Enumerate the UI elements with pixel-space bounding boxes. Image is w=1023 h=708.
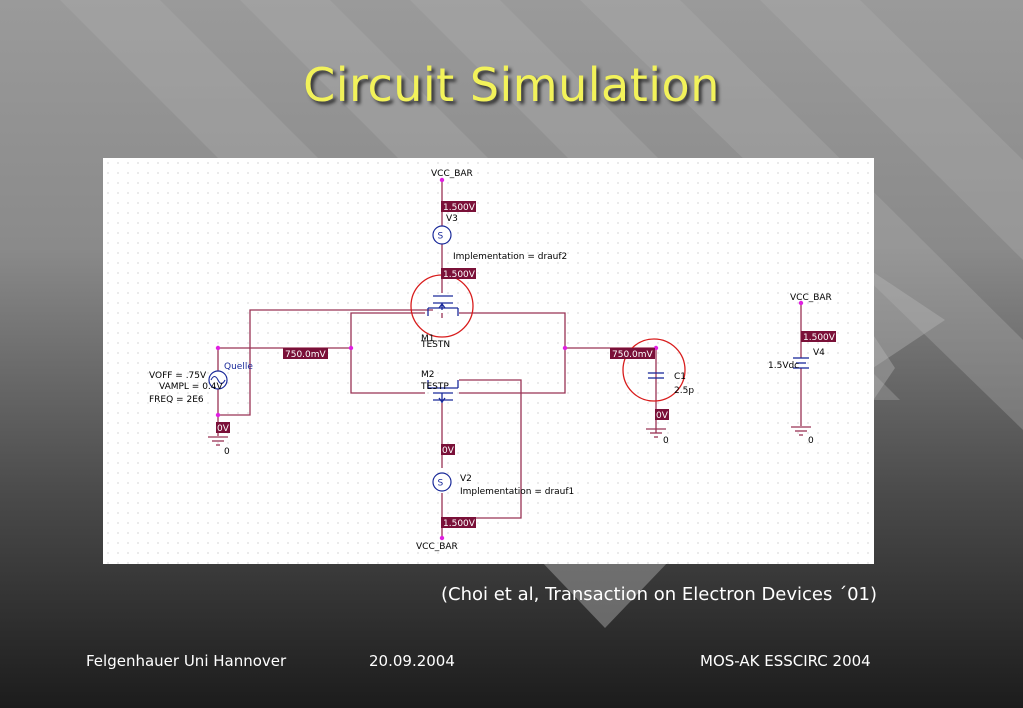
capacitor-c1: [648, 372, 664, 379]
slide-title: Circuit Simulation: [303, 58, 720, 112]
svg-text:S: S: [438, 479, 444, 489]
m1-model: TESTN: [420, 340, 450, 350]
v4-label: V4: [813, 348, 825, 358]
transistor-m2: [427, 380, 459, 404]
vampl-param: VAMPL = 0.4V: [159, 382, 224, 392]
vcc-top-label: VCC_BAR: [431, 169, 473, 179]
svg-text:1.500V: 1.500V: [443, 203, 476, 213]
probe-cap-gnd: 0V: [655, 409, 669, 421]
ground-cap: [646, 428, 666, 438]
svg-text:1.500V: 1.500V: [803, 333, 836, 343]
svg-text:750.0mV: 750.0mV: [612, 350, 654, 360]
voltage-source-v3: S: [432, 225, 452, 245]
probe-v3-bottom: 1.500V: [441, 268, 476, 280]
ground-v4-label: 0: [808, 436, 814, 446]
svg-text:0V: 0V: [442, 446, 455, 456]
ground-source: [208, 436, 228, 446]
dc-source-v4: [793, 357, 809, 369]
m2-label: M2: [421, 370, 435, 380]
cap-value: 2.5p: [674, 386, 694, 396]
m2-model: TESTP: [420, 382, 449, 392]
vcc-bottom-label: VCC_BAR: [416, 542, 458, 552]
svg-text:0V: 0V: [217, 424, 230, 434]
circuit-schematic: VCC_BAR VCC_BAR VCC_BAR S V3 Implementat…: [103, 158, 874, 564]
vcc-right-label: VCC_BAR: [790, 293, 832, 303]
freq-param: FREQ = 2E6: [149, 395, 204, 405]
svg-text:S: S: [438, 232, 444, 242]
probe-src-gnd: 0V: [216, 422, 230, 434]
m1-label: M1: [421, 334, 435, 344]
voltage-source-v2: S: [432, 472, 452, 492]
v3-implementation: Implementation = drauf2: [453, 252, 567, 262]
ground-cap-label: 0: [663, 436, 669, 446]
probe-out-node: 750.0mV: [610, 348, 655, 360]
probe-v2-bottom: 1.500V: [441, 517, 476, 529]
voff-param: VOFF = .75V: [149, 371, 207, 381]
probe-v2-top: 0V: [441, 444, 455, 456]
citation: (Choi et al, Transaction on Electron Dev…: [441, 584, 878, 605]
svg-text:0V: 0V: [656, 411, 669, 421]
cap-label: C1: [674, 372, 686, 382]
footer-author: Felgenhauer Uni Hannover: [86, 652, 287, 670]
v3-label: V3: [446, 214, 458, 224]
v2-label: V2: [460, 474, 472, 484]
svg-text:750.0mV: 750.0mV: [285, 350, 327, 360]
schematic-grid: [103, 158, 874, 564]
probe-in-node: 750.0mV: [283, 348, 328, 360]
svg-text:1.500V: 1.500V: [443, 519, 476, 529]
footer-date: 20.09.2004: [369, 652, 455, 670]
ground-v4: [791, 426, 811, 436]
sine-source-quelle: [208, 370, 228, 390]
source-name: Quelle: [224, 362, 253, 372]
v2-implementation: Implementation = drauf1: [460, 487, 574, 497]
probe-v3-top: 1.500V: [441, 201, 476, 213]
probe-v4-top: 1.500V: [801, 331, 836, 343]
ground-source-label: 0: [224, 447, 230, 457]
svg-text:1.500V: 1.500V: [443, 270, 476, 280]
footer-event: MOS-AK ESSCIRC 2004: [700, 652, 871, 670]
c1-highlight-circle: [622, 338, 686, 402]
v4-value: 1.5Vdc: [768, 361, 799, 371]
transistor-m1: [427, 295, 459, 316]
